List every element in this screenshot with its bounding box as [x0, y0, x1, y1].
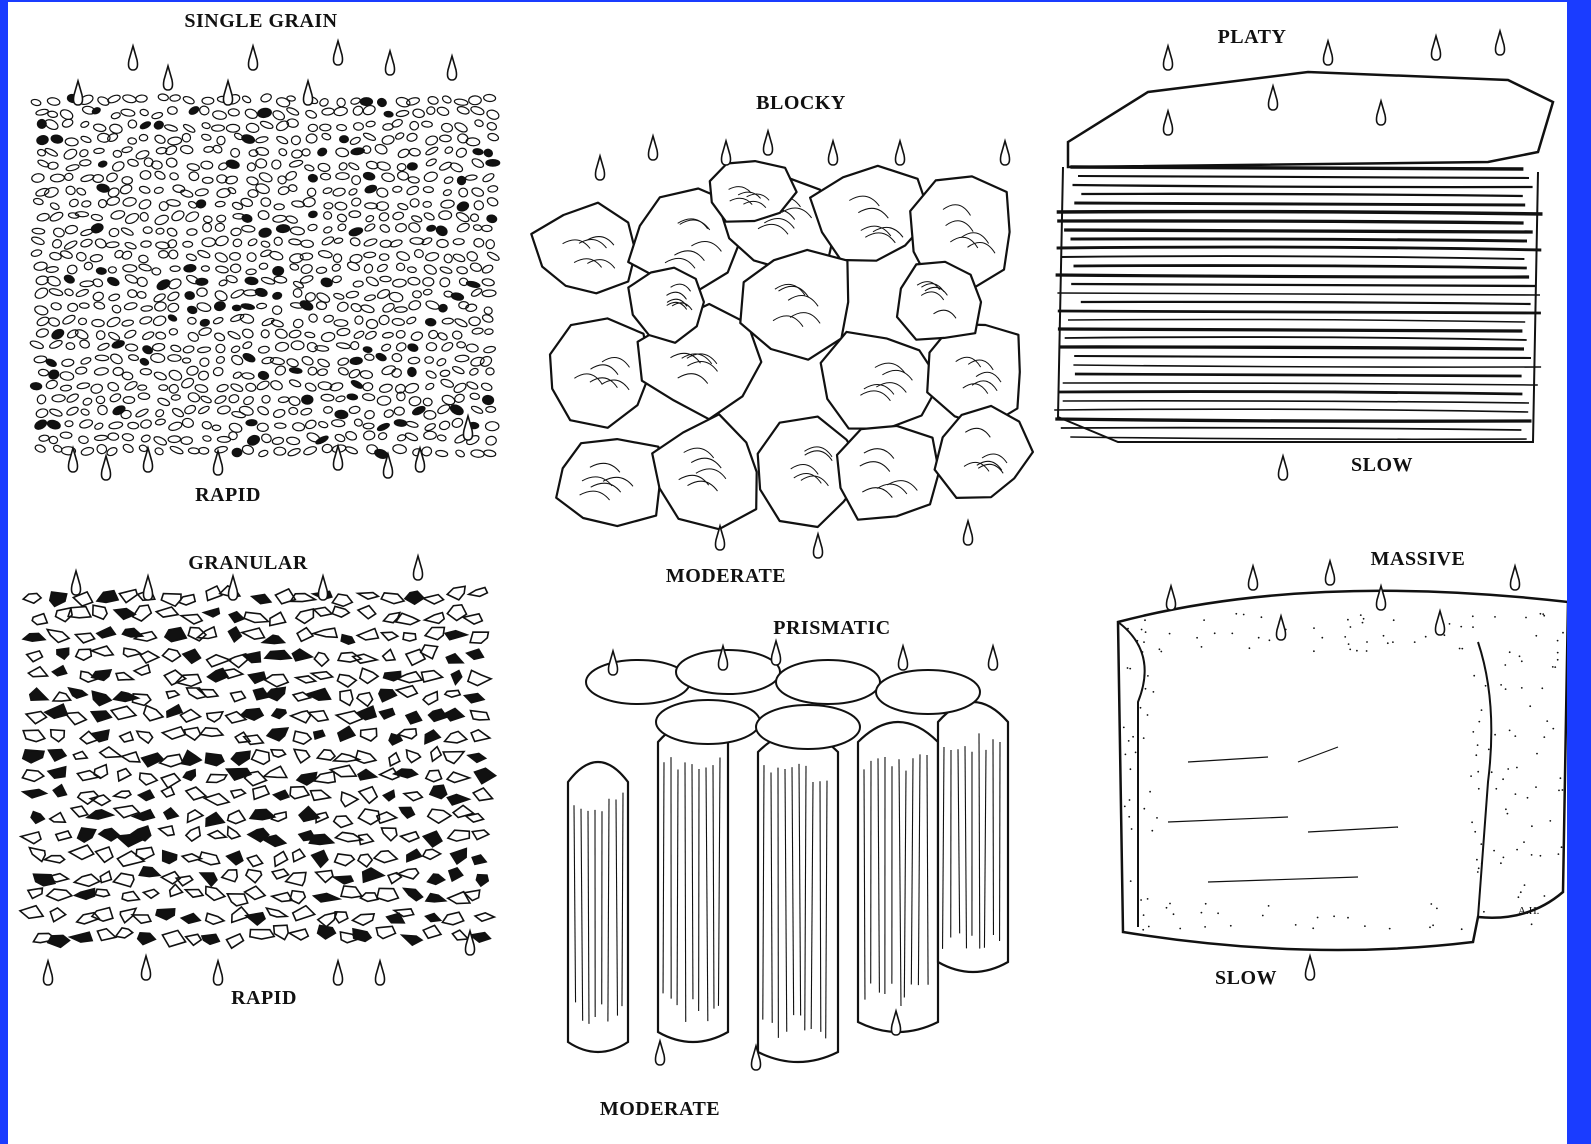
granular-rate: RAPID — [231, 987, 297, 1010]
massive-title: MASSIVE — [1371, 548, 1466, 571]
platy-illustration — [1054, 72, 1553, 442]
prismatic-rate: MODERATE — [600, 1098, 720, 1121]
platy-rate: SLOW — [1351, 454, 1413, 477]
blocky-illustration — [531, 161, 1033, 529]
artist-signature: A.H. — [1518, 905, 1540, 917]
massive-rate: SLOW — [1215, 967, 1277, 990]
single-grain-rate: RAPID — [195, 484, 261, 507]
prismatic-title: PRISMATIC — [773, 617, 890, 640]
platy-title: PLATY — [1218, 26, 1287, 49]
blocky-title: BLOCKY — [756, 92, 846, 115]
granular-illustration — [20, 586, 496, 948]
prismatic-illustration — [568, 650, 1008, 1062]
single-grain-title: SINGLE GRAIN — [184, 10, 337, 33]
massive-illustration — [1118, 591, 1567, 950]
single-grain-illustration — [29, 92, 500, 460]
blocky-rate: MODERATE — [666, 565, 786, 588]
granular-title: GRANULAR — [188, 552, 308, 575]
